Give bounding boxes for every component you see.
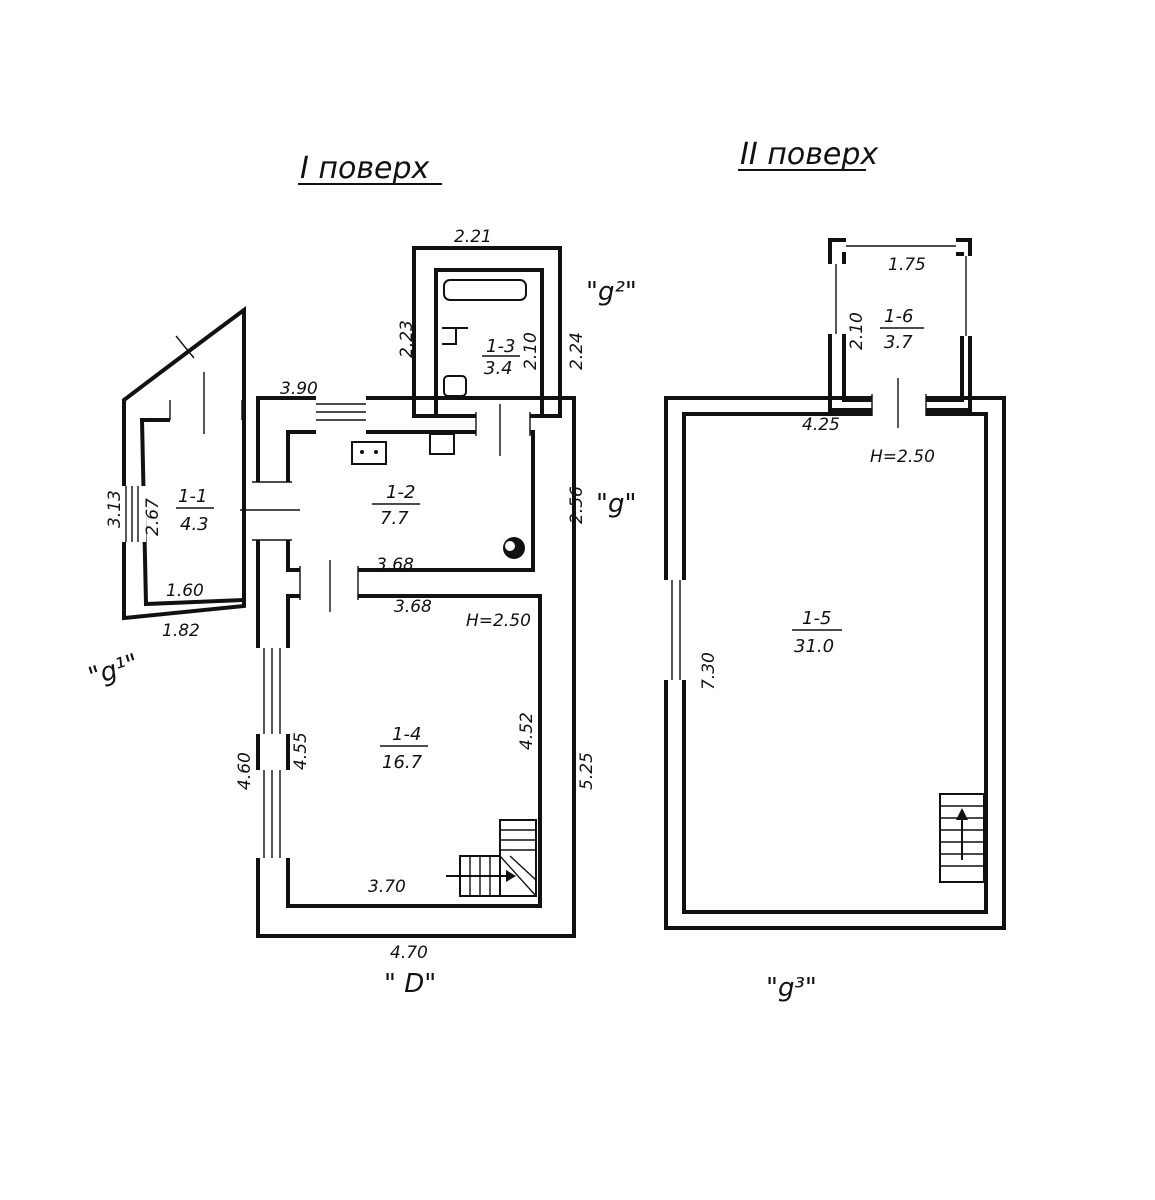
stair-run <box>499 819 537 897</box>
stair-winder <box>499 855 537 897</box>
dim-2-23: 2.23 <box>397 320 417 358</box>
dim-4-52: 4.52 <box>517 712 537 750</box>
stove-burner <box>360 450 364 454</box>
stairs-floor-1-icon <box>446 819 537 897</box>
stair-run <box>939 793 985 883</box>
dimension-labels: 2.21 2.23 2.10 2.24 3.90 3.13 2.67 1.60 … <box>105 227 926 963</box>
floor-1-plan <box>120 246 576 938</box>
extension-label-g1: "g¹" <box>85 648 143 692</box>
room-id: 1-3 <box>486 336 515 357</box>
room-label-1-3: 1-3 3.4 <box>482 336 520 379</box>
extension-label-g3: "g³" <box>766 973 817 1003</box>
floor-1-outer-wall <box>256 396 576 938</box>
room-id: 1-4 <box>392 724 421 745</box>
dim-4-70: 4.70 <box>390 943 428 963</box>
window-1-4-lower <box>254 770 292 858</box>
room-id: 1-1 <box>178 486 207 507</box>
vestibule-outer-wall <box>122 306 246 621</box>
floor-1-title: I поверх <box>298 151 442 186</box>
window-1-6-top <box>846 236 956 258</box>
dim-2-21: 2.21 <box>454 227 492 247</box>
dim-2-10-upper: 2.10 <box>847 312 867 350</box>
room-label-1-6: 1-6 3.7 <box>880 306 924 353</box>
room-id: 1-5 <box>802 608 831 629</box>
stair-arrow-head <box>956 808 968 820</box>
window-1-5 <box>662 580 690 680</box>
dim-3-68-top: 3.68 <box>376 555 414 575</box>
boiler-icon-detail <box>505 541 515 551</box>
bathtub-icon <box>443 279 527 301</box>
extension-label-g2: "g²" <box>586 277 637 307</box>
dim-4-55: 4.55 <box>291 732 311 770</box>
kitchen-sink-icon <box>429 433 455 455</box>
window-1-4-upper <box>254 648 292 734</box>
room-1-4-walls <box>286 594 542 908</box>
dim-7-30: 7.30 <box>699 652 719 690</box>
stair-winder <box>509 855 537 881</box>
stair-arrow-head <box>506 870 516 882</box>
entry-arrow <box>175 335 195 359</box>
stove-icon <box>351 441 387 465</box>
dim-5-25: 5.25 <box>577 752 597 790</box>
room-label-1-2: 1-2 7.7 <box>372 482 420 529</box>
dim-2-67: 2.67 <box>143 498 163 536</box>
floor-2-plan <box>662 236 1006 930</box>
window-1-2 <box>316 394 366 436</box>
room-area: 31.0 <box>794 636 834 657</box>
floor-2-title: II поверх <box>738 137 878 172</box>
stairs-floor-2-icon <box>939 793 985 883</box>
room-area: 16.7 <box>382 752 423 773</box>
stove-burner <box>374 450 378 454</box>
dim-2-10-bath: 2.10 <box>521 332 541 370</box>
door-1-1-entry <box>170 396 242 424</box>
dim-4-60: 4.60 <box>235 752 255 790</box>
room-area: 3.4 <box>484 358 513 379</box>
window-1-6-left <box>828 264 848 334</box>
window-1-1 <box>120 486 146 542</box>
dim-1-60: 1.60 <box>166 581 204 601</box>
room-label-1-1: 1-1 4.3 <box>176 486 214 535</box>
room-area: 3.7 <box>884 332 913 353</box>
dim-2-24: 2.24 <box>567 332 587 370</box>
dim-1-82: 1.82 <box>162 621 200 641</box>
dim-1-75: 1.75 <box>888 255 926 275</box>
room-label-1-4: 1-4 16.7 <box>380 724 428 773</box>
dim-3-70: 3.70 <box>368 877 406 897</box>
door-1-2-to-1-3 <box>476 412 530 436</box>
dim-4-25: 4.25 <box>802 415 840 435</box>
dim-2-56: 2.56 <box>567 486 587 524</box>
toilet-icon <box>443 375 467 397</box>
door-1-5-to-1-6 <box>872 392 926 420</box>
room-area: 7.7 <box>380 508 409 529</box>
ceiling-height-floor-1: H=2.50 <box>466 611 531 631</box>
room-label-1-5: 1-5 31.0 <box>792 608 842 657</box>
door-1-2-to-1-4 <box>300 566 358 600</box>
floor-1-title-text: I поверх <box>300 151 430 186</box>
dim-3-90: 3.90 <box>280 379 318 399</box>
dim-3-68-bottom: 3.68 <box>394 597 432 617</box>
floor-2-title-text: II поверх <box>740 137 878 172</box>
room-area: 4.3 <box>180 514 209 535</box>
dim-3-13: 3.13 <box>105 490 125 528</box>
extension-label-g: "g" <box>596 489 636 519</box>
room-id: 1-6 <box>884 306 913 327</box>
extension-label-d: " D" <box>384 969 436 999</box>
sink-icon <box>442 327 468 345</box>
door-1-1-to-1-2 <box>252 482 292 540</box>
ceiling-height-floor-2: H=2.50 <box>870 447 935 467</box>
room-id: 1-2 <box>386 482 415 503</box>
